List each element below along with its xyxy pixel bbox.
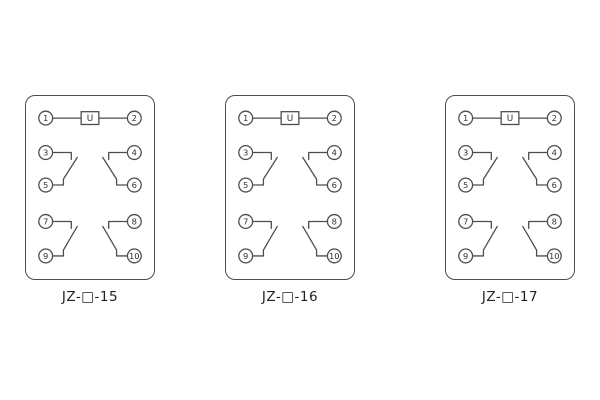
contact-top-right [102, 151, 129, 186]
terminal-10: 10 [126, 248, 142, 264]
svg-text:7: 7 [243, 216, 248, 226]
svg-text:8: 8 [332, 216, 337, 226]
contact-bottom-right [522, 220, 549, 257]
terminal-5: 5 [238, 177, 254, 193]
terminal-1: 1 [38, 110, 54, 126]
svg-text:5: 5 [243, 180, 248, 190]
terminal-10: 10 [326, 248, 342, 264]
terminal-7: 7 [38, 213, 54, 230]
coil-box [80, 111, 100, 126]
terminal-4: 4 [326, 145, 342, 161]
relay-diagram-card-jz15: U 1 2 3 4 5 6 7 8 9 10 [25, 95, 155, 280]
coil-label: U [287, 114, 294, 124]
terminal-9: 9 [458, 248, 474, 264]
schematic-jz15: U 1 2 3 4 5 6 7 8 9 10 [38, 110, 142, 264]
terminal-6: 6 [126, 177, 142, 193]
svg-text:10: 10 [549, 251, 560, 261]
terminal-1: 1 [238, 110, 254, 126]
contact-bottom-left [251, 220, 278, 257]
svg-text:6: 6 [332, 180, 337, 190]
schematic-jz16: U 1 2 3 4 5 6 7 8 9 10 [238, 110, 342, 264]
contact-top-right [522, 151, 549, 186]
svg-text:8: 8 [132, 216, 137, 226]
svg-text:2: 2 [132, 113, 137, 123]
terminal-2: 2 [126, 110, 142, 126]
contact-top-left [51, 151, 78, 186]
terminal-6: 6 [546, 177, 562, 193]
svg-text:9: 9 [243, 251, 248, 261]
terminal-9: 9 [38, 248, 54, 264]
terminal-7: 7 [238, 213, 254, 230]
terminal-8: 8 [546, 213, 562, 230]
terminal-3: 3 [458, 145, 474, 161]
terminal-3: 3 [238, 145, 254, 161]
terminal-10: 10 [546, 248, 562, 264]
svg-text:9: 9 [43, 251, 48, 261]
contact-bottom-right [102, 220, 129, 257]
terminal-5: 5 [38, 177, 54, 193]
svg-text:1: 1 [43, 113, 48, 123]
svg-text:6: 6 [132, 180, 137, 190]
svg-text:7: 7 [463, 216, 468, 226]
coil-box [280, 111, 300, 126]
svg-text:9: 9 [463, 251, 468, 261]
coil-box [500, 111, 520, 126]
svg-text:5: 5 [43, 180, 48, 190]
contact-bottom-left [471, 220, 498, 257]
relay-diagram-card-jz17: U 1 2 3 4 5 6 7 8 9 10 [445, 95, 575, 280]
svg-text:7: 7 [43, 216, 48, 226]
diagram-label-jz17: JZ-□-17 [481, 289, 539, 305]
terminal-5: 5 [458, 177, 474, 193]
contact-top-left [251, 151, 278, 186]
svg-text:4: 4 [552, 148, 557, 158]
svg-text:4: 4 [132, 148, 137, 158]
svg-text:10: 10 [329, 251, 340, 261]
terminal-8: 8 [126, 213, 142, 230]
svg-text:5: 5 [463, 180, 468, 190]
terminal-4: 4 [546, 145, 562, 161]
contact-top-left [471, 151, 498, 186]
diagram-label-jz16: JZ-□-16 [261, 289, 319, 305]
svg-text:6: 6 [552, 180, 557, 190]
svg-text:8: 8 [552, 216, 557, 226]
svg-text:1: 1 [463, 113, 468, 123]
coil-label: U [507, 114, 514, 124]
contact-top-right [302, 151, 329, 186]
contact-bottom-left [51, 220, 78, 257]
contact-bottom-right [302, 220, 329, 257]
svg-text:10: 10 [129, 251, 140, 261]
svg-text:1: 1 [243, 113, 248, 123]
terminal-8: 8 [326, 213, 342, 230]
svg-text:3: 3 [43, 148, 48, 158]
terminal-6: 6 [326, 177, 342, 193]
terminal-1: 1 [458, 110, 474, 126]
relay-diagram-card-jz16: U 1 2 3 4 5 6 7 8 9 10 [225, 95, 355, 280]
svg-text:2: 2 [552, 113, 557, 123]
terminal-7: 7 [458, 213, 474, 230]
diagram-label-jz15: JZ-□-15 [61, 289, 119, 305]
svg-text:3: 3 [243, 148, 248, 158]
svg-text:3: 3 [463, 148, 468, 158]
svg-text:4: 4 [332, 148, 337, 158]
terminal-2: 2 [546, 110, 562, 126]
terminal-4: 4 [126, 145, 142, 161]
schematic-jz17: U 1 2 3 4 5 6 7 8 9 10 [458, 110, 562, 264]
svg-text:2: 2 [332, 113, 337, 123]
terminal-9: 9 [238, 248, 254, 264]
coil-label: U [87, 114, 94, 124]
terminal-2: 2 [326, 110, 342, 126]
terminal-3: 3 [38, 145, 54, 161]
